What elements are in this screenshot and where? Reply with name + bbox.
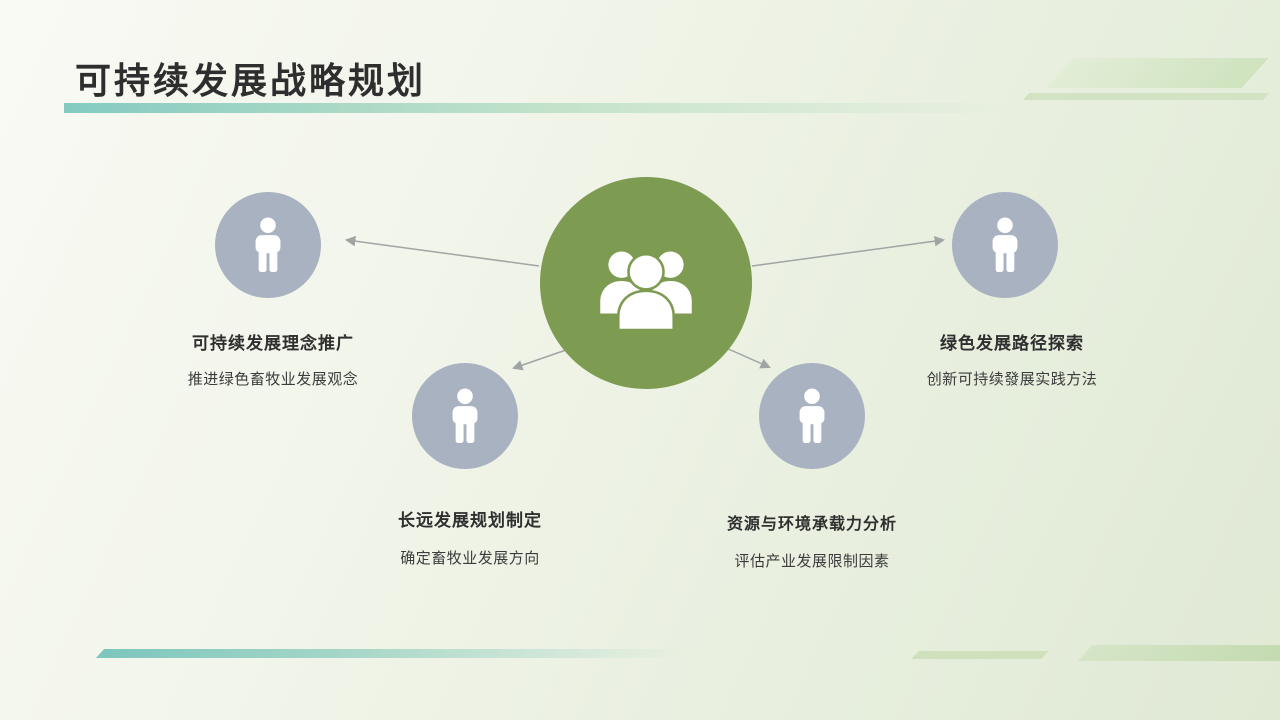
connector-arrow-bottom-left	[512, 349, 567, 371]
node-subtitle: 评估产业发展限制因素	[734, 553, 890, 570]
node-title: 长远发展规划制定	[398, 511, 542, 530]
node-circle-idea-promotion	[215, 192, 321, 298]
people-group-icon	[600, 251, 692, 330]
title-accent-bar	[64, 103, 1012, 113]
node-circle-capacity-analysis	[759, 363, 865, 469]
decoration-stripe-bottom-left	[95, 649, 693, 658]
connector-arrow-bottom-right	[725, 347, 771, 369]
person-icon	[452, 388, 478, 443]
node-circle-long-term-plan	[412, 363, 518, 469]
node-title: 绿色发展路径探索	[940, 334, 1084, 353]
node-subtitle: 推进绿色畜牧业发展观念	[187, 371, 359, 388]
decoration-stripe-bottom-right-2	[1077, 645, 1280, 661]
person-icon	[992, 217, 1018, 272]
node-circle-green-path	[952, 192, 1058, 298]
person-icon	[255, 217, 281, 272]
node-subtitle: 确定畜牧业发展方向	[400, 550, 540, 567]
page-title: 可持续发展战略规划	[75, 60, 427, 101]
connector-arrow-right	[751, 235, 946, 267]
person-icon	[799, 388, 825, 443]
decoration-stripe-top-right-2	[1022, 93, 1270, 100]
node-title: 可持续发展理念推广	[192, 334, 354, 353]
node-subtitle: 创新可持续發展实践方法	[926, 371, 1098, 388]
decoration-stripe-top-right-1	[1046, 58, 1269, 88]
center-circle	[540, 177, 752, 389]
decoration-stripe-bottom-right-1	[911, 651, 1049, 659]
node-title: 资源与环境承载力分析	[726, 516, 897, 533]
connector-arrow-left	[344, 235, 540, 267]
